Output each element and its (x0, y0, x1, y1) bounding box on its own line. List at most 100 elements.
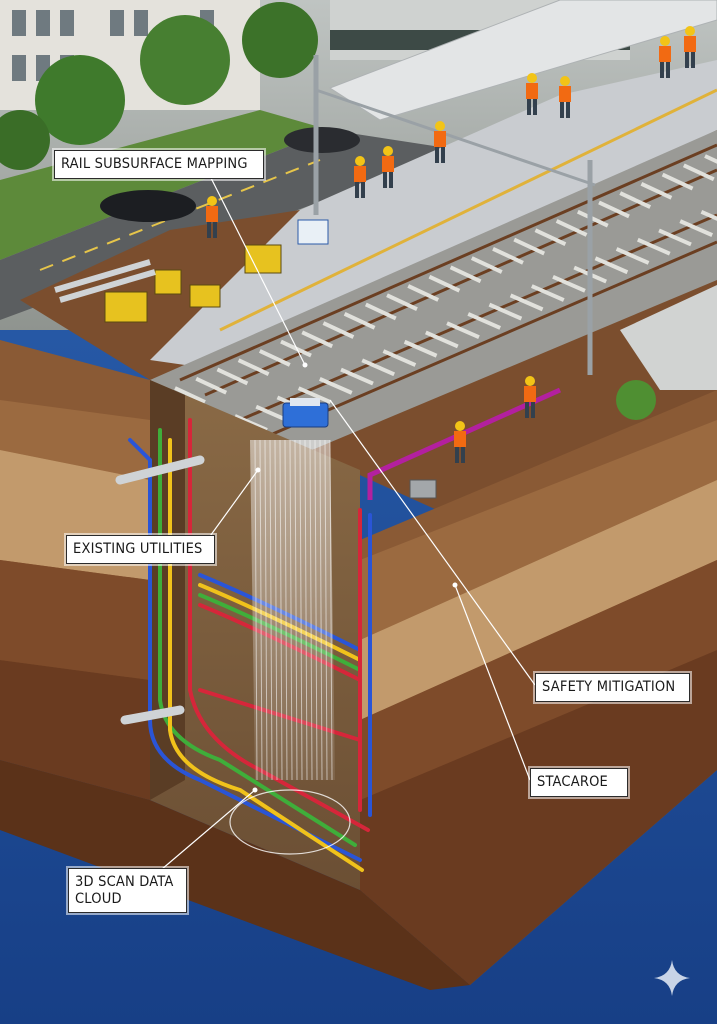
platform-canopy (328, 0, 717, 121)
sleeper (467, 312, 502, 330)
sleeper (322, 321, 355, 339)
sleeper (364, 302, 397, 321)
sleeper (598, 200, 630, 219)
callout-3d-scan-data-cloud: 3D SCAN DATA CLOUD (68, 868, 187, 914)
sleeper (492, 246, 524, 265)
catenary-poles (313, 55, 596, 375)
sleeper (386, 293, 418, 312)
leader-dots (252, 362, 458, 793)
sleeper (280, 339, 312, 358)
scan-line (264, 439, 268, 781)
cars (100, 127, 360, 222)
scan-beam-lines (254, 439, 333, 781)
sleeper (195, 376, 228, 395)
callout-existing-utilities: EXISTING UTILITIES (66, 535, 215, 564)
scan-line (319, 439, 323, 781)
sleeper (636, 237, 671, 256)
scan-line (299, 439, 303, 781)
worker (684, 26, 696, 68)
sparkle-icon (654, 960, 690, 996)
soil-strata-left (0, 400, 150, 800)
worker (354, 156, 366, 198)
callout-safety-mitigation: SAFETY MITIGATION (535, 673, 690, 702)
rail-tracks (179, 143, 717, 438)
sleeper (513, 237, 546, 256)
concrete-steps (620, 285, 717, 390)
shrub (616, 380, 656, 420)
scan-line (259, 439, 263, 781)
worker (454, 421, 466, 463)
scan-line (309, 439, 313, 781)
survey-equipment (54, 219, 437, 499)
sleeper (216, 367, 249, 386)
sleeper (343, 311, 376, 330)
scan-line (324, 439, 328, 781)
sleeper (446, 321, 480, 340)
trees (0, 2, 318, 170)
sleeper (509, 293, 544, 312)
magenta-conduit (367, 387, 562, 500)
scan-line (274, 439, 278, 781)
sleeper (297, 386, 332, 404)
scan-line (254, 439, 258, 781)
worker (524, 376, 536, 418)
worker (434, 121, 446, 163)
worker (559, 76, 571, 118)
sleeper (619, 191, 652, 209)
worker (659, 36, 671, 78)
sleeper (258, 349, 291, 367)
utility-lines (115, 418, 372, 872)
track-ballast (150, 130, 717, 455)
scan-line (284, 439, 288, 781)
sleeper (594, 256, 629, 275)
sleeper (700, 210, 717, 221)
sleeper (682, 163, 715, 182)
sleeper (576, 209, 609, 228)
sleeper (704, 154, 717, 164)
gpr-scanner (282, 398, 329, 428)
sleeper (530, 284, 565, 302)
sleeper (361, 358, 396, 377)
scan-line (294, 439, 298, 781)
worker (382, 146, 394, 188)
scan-line (289, 439, 293, 781)
sleeper (640, 182, 673, 200)
sleeper (615, 247, 650, 265)
soil-block-base (0, 760, 470, 990)
sleeper (661, 172, 694, 191)
sleeper (555, 219, 588, 237)
callout-stacaroe: STACAROE (530, 768, 628, 797)
sleeper (382, 349, 417, 367)
sleeper (234, 414, 268, 432)
sleeper (403, 339, 438, 358)
workers (206, 26, 696, 463)
scan-line (304, 439, 308, 781)
station-platform (150, 60, 717, 370)
scan-line (269, 439, 273, 781)
sleeper (449, 265, 482, 284)
scan-data-cloud (250, 440, 335, 780)
scan-line (279, 439, 283, 781)
scan-line (329, 439, 333, 781)
sleeper (658, 228, 692, 247)
sleeper (679, 219, 714, 237)
sleeper (340, 367, 374, 386)
sleeper (424, 330, 459, 349)
sleeper (552, 274, 586, 293)
scan-line (314, 439, 318, 781)
sleeper (470, 256, 503, 274)
worker (526, 73, 538, 115)
sleeper (488, 302, 523, 321)
sleeper (301, 330, 334, 349)
grass-verge (0, 110, 330, 260)
worker (206, 196, 218, 238)
sleeper (428, 274, 461, 293)
sleeper (407, 284, 440, 302)
sleeper (174, 386, 206, 404)
sleeper (534, 228, 567, 247)
sleeper (237, 358, 270, 376)
rail-sleepers (174, 154, 717, 432)
sleeper (318, 377, 353, 395)
